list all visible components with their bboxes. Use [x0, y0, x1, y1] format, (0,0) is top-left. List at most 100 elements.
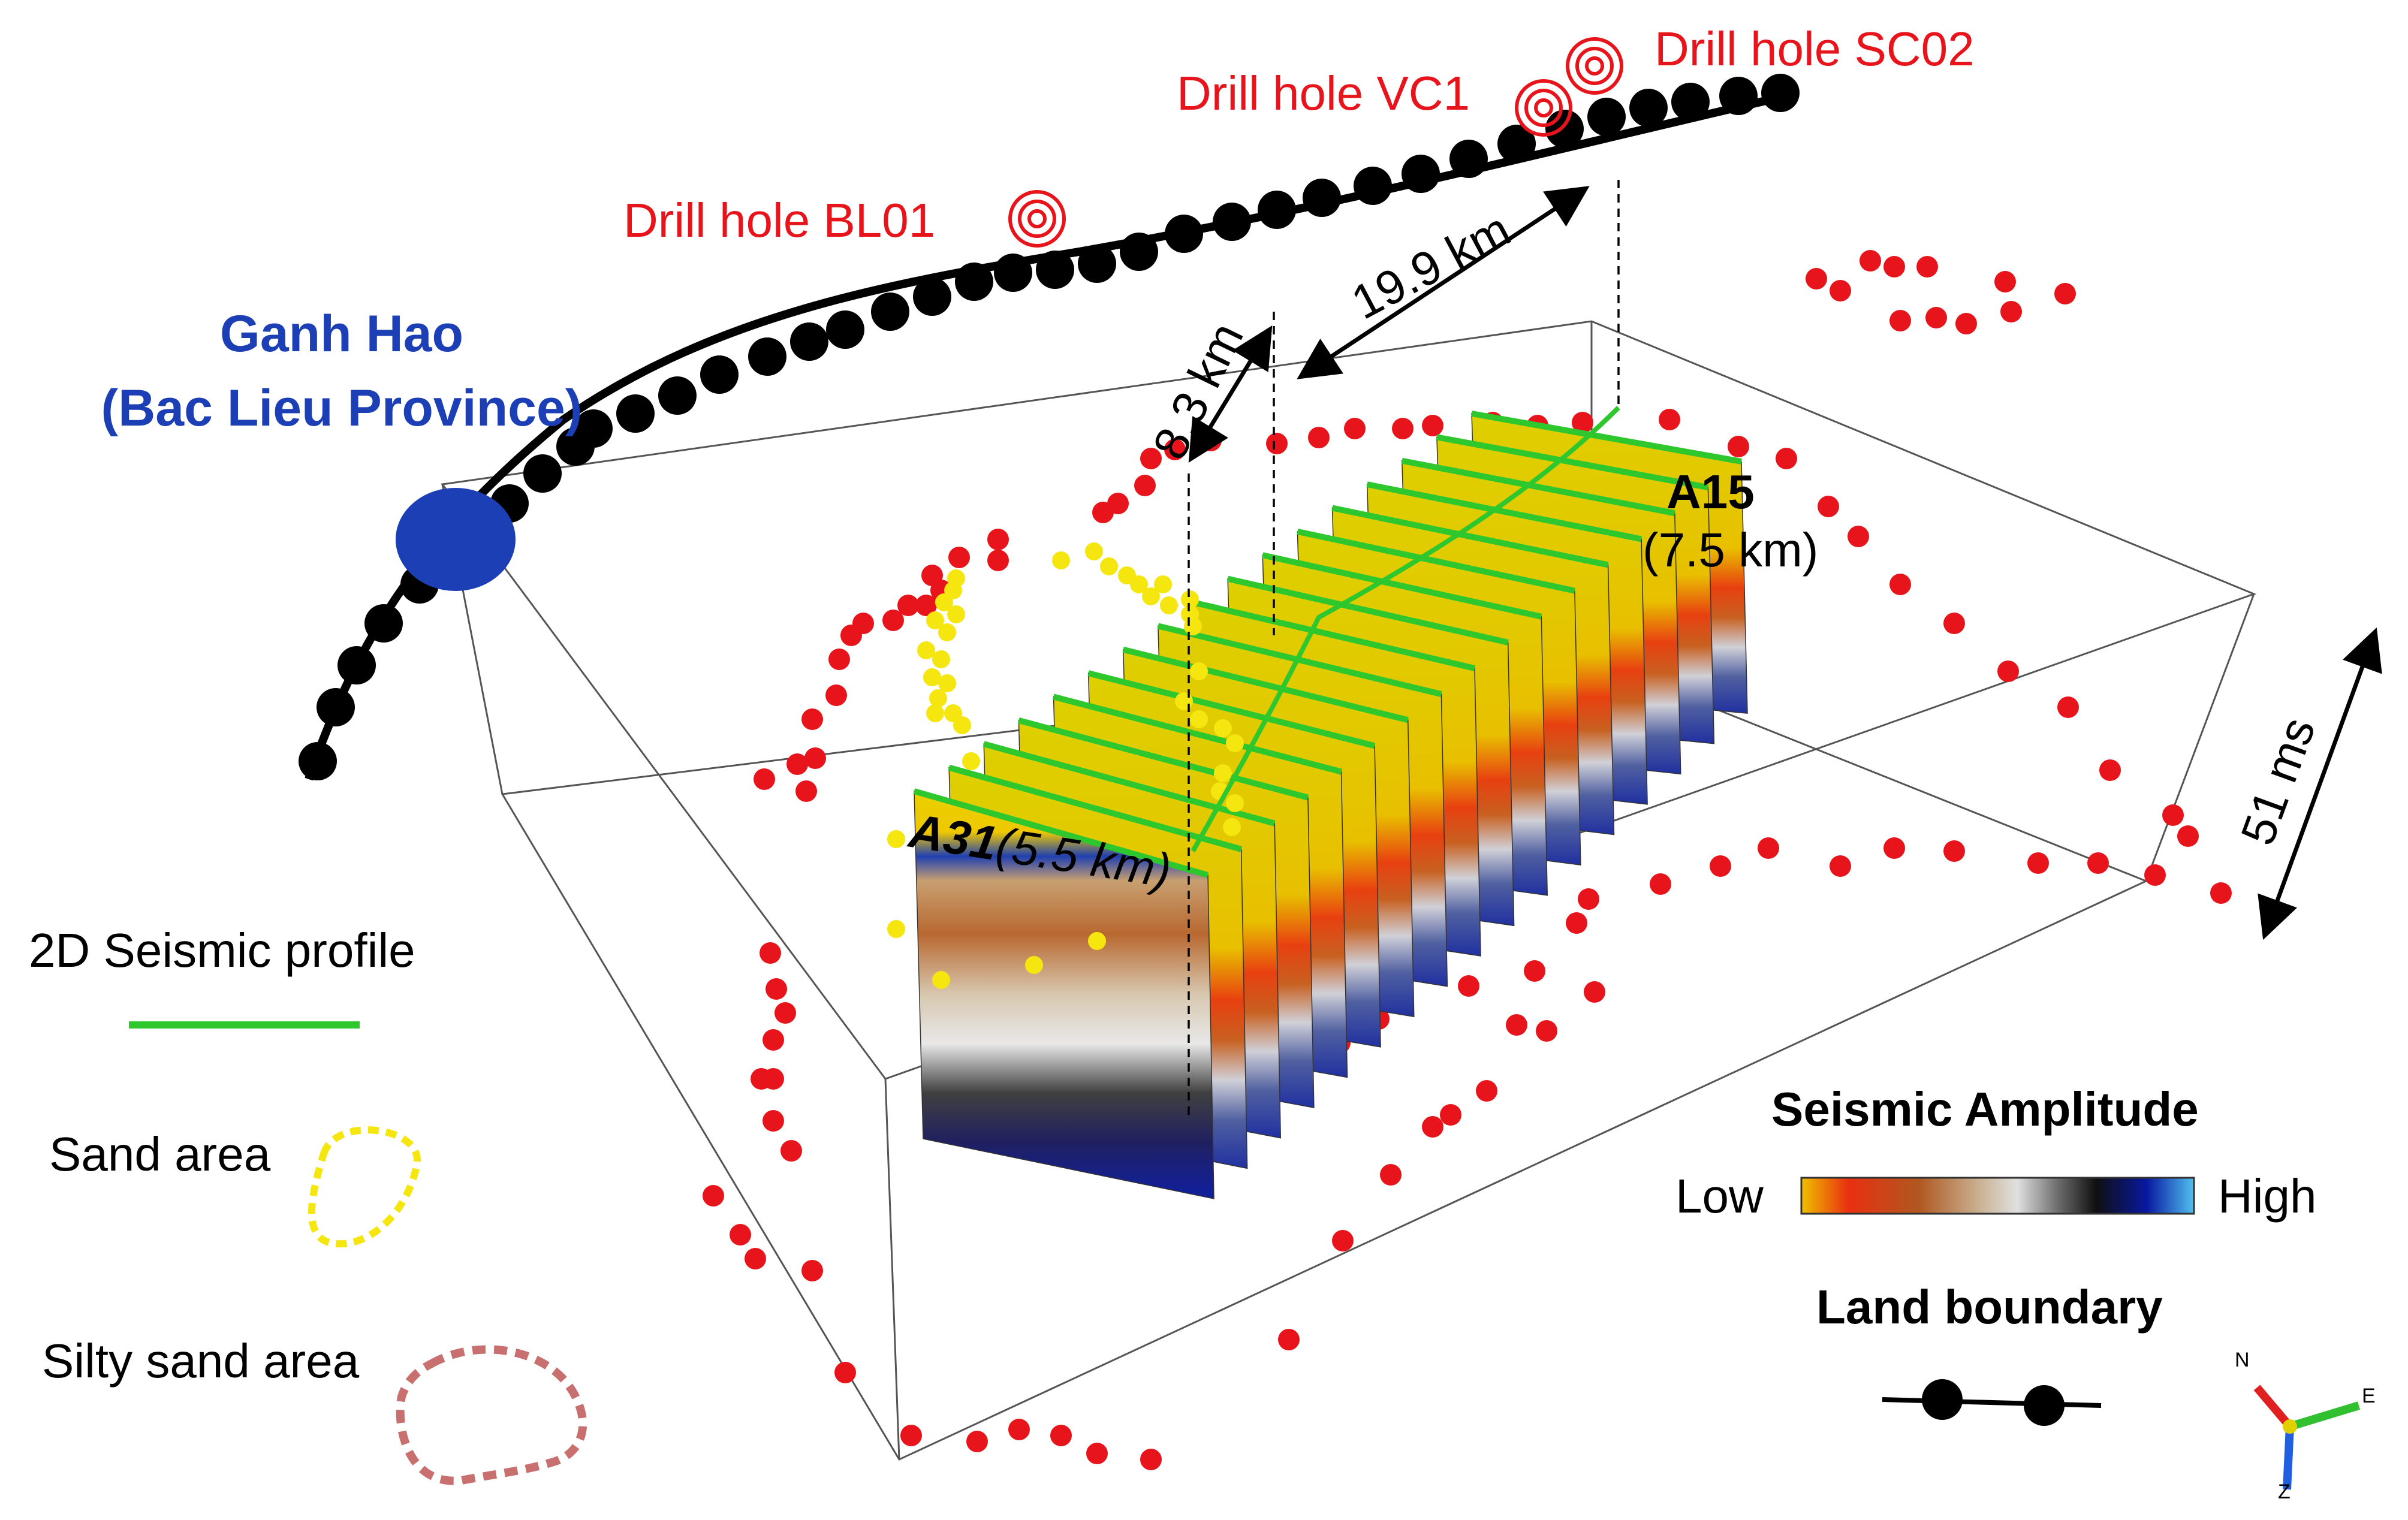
silty-sand-point — [1943, 613, 1965, 634]
sand-point — [929, 689, 947, 707]
silty-sand-point — [760, 942, 781, 964]
silty-sand-point — [1566, 912, 1587, 934]
compass-icon — [2253, 1385, 2361, 1490]
boundary-point — [1629, 89, 1668, 127]
silty-sand-point — [1140, 1449, 1162, 1470]
silty-sand-point — [1140, 448, 1162, 469]
location-title: Ganh Hao (Bac Lieu Province) — [96, 297, 587, 445]
silty-sand-point — [2177, 825, 2199, 847]
sand-point — [1085, 542, 1103, 560]
boundary-point — [1258, 191, 1296, 229]
boundary-point — [317, 688, 355, 726]
land-boundary-legend-icon — [1882, 1379, 2102, 1426]
seismic-sections — [913, 411, 1748, 1199]
silty-sand-point — [1476, 1080, 1497, 1102]
silty-sand-point — [2087, 852, 2109, 874]
drill-hole-vc1-icon — [1515, 79, 1572, 137]
silty-sand-point — [1925, 307, 1947, 328]
silty-sand-point — [1266, 433, 1288, 454]
seismic-section — [913, 788, 1214, 1199]
silty-sand-point — [882, 610, 904, 631]
silty-sand-point — [1134, 475, 1156, 496]
silty-sand-point — [703, 1185, 724, 1207]
sand-point — [1214, 719, 1232, 737]
silty-sand-point — [1524, 960, 1545, 982]
sand-point — [926, 704, 944, 722]
boundary-point — [1213, 203, 1251, 241]
sand-point — [1160, 596, 1178, 614]
silty-sand-point — [1086, 1443, 1108, 1464]
silty-sand-point — [1650, 873, 1671, 895]
sand-point — [947, 605, 965, 623]
silty-sand-point — [1308, 427, 1330, 448]
drill-hole-bl01-icon — [1008, 190, 1066, 248]
silty-sand-point — [730, 1224, 751, 1245]
silty-sand-legend-icon — [396, 1345, 587, 1485]
silty-sand-point — [1536, 1020, 1557, 1042]
sand-point — [1100, 557, 1118, 575]
boundary-point — [1587, 98, 1626, 136]
seismic-profile-legend-label: 2D Seismic profile — [29, 924, 415, 977]
silty-sand-point — [987, 529, 1009, 550]
silty-sand-point — [1332, 1230, 1354, 1251]
silty-sand-point — [1422, 415, 1443, 436]
silty-sand-point — [1860, 250, 1881, 272]
profile-a15-name: A15 — [1666, 465, 1755, 518]
silty-sand-point — [763, 1029, 784, 1051]
silty-sand-point — [1889, 310, 1911, 331]
silty-sand-point — [1458, 975, 1479, 997]
sand-point — [1190, 710, 1208, 728]
silty-sand-point — [786, 753, 808, 775]
sand-point — [1052, 551, 1070, 569]
silty-sand-point — [780, 1140, 802, 1162]
silty-sand-point — [2027, 852, 2049, 874]
silty-sand-point — [825, 684, 847, 706]
width-arrow — [1297, 186, 1590, 379]
sand-point — [932, 650, 950, 668]
seismic-section-top-line — [1053, 693, 1342, 775]
silty-sand-point — [1818, 496, 1839, 517]
boundary-point — [1497, 125, 1536, 163]
sand-point — [1190, 662, 1208, 680]
silty-sand-point — [966, 1431, 988, 1452]
sand-point — [1088, 932, 1106, 950]
silty-sand-point — [1955, 313, 1977, 334]
silty-sand-point — [754, 768, 775, 790]
silty-sand-point — [1997, 661, 2019, 682]
boundary-point — [1719, 77, 1758, 115]
silty-sand-legend-label: Silty sand area — [42, 1334, 360, 1388]
amplitude-legend-title: Seismic Amplitude — [1771, 1082, 2199, 1136]
silty-sand-point — [834, 1362, 856, 1383]
compass-z-label: Z — [2278, 1480, 2291, 1503]
ganh-hao-marker — [396, 488, 516, 591]
silty-sand-point — [1380, 1164, 1402, 1186]
location-name: Ganh Hao — [219, 305, 464, 363]
silty-sand-point — [840, 625, 862, 646]
sand-point — [1226, 734, 1244, 752]
seismic-section-top-line — [1401, 457, 1675, 517]
boundary-point — [700, 355, 739, 394]
boundary-point — [1545, 110, 1584, 148]
boundary-point — [1354, 167, 1392, 205]
silty-sand-point — [828, 649, 850, 670]
silty-sand-point — [915, 595, 937, 616]
silty-sand-point — [897, 595, 919, 616]
compass-n-label: N — [2235, 1349, 2250, 1371]
silty-sand-point — [795, 780, 817, 802]
sand-point — [953, 716, 971, 734]
silty-sand-point — [1943, 840, 1965, 862]
sand-point — [1130, 575, 1148, 593]
sand-point — [932, 971, 950, 989]
drill-hole-symbols — [1008, 37, 1623, 248]
silty-sand-point — [801, 708, 823, 730]
sand-point — [1226, 794, 1244, 812]
silty-sand-point — [745, 1248, 766, 1269]
sand-point — [1025, 956, 1043, 974]
seismic-section-top-line — [1018, 717, 1309, 801]
sand-point — [1154, 575, 1172, 593]
silty-sand-point — [1889, 574, 1911, 595]
seismic-section-top-line — [1436, 434, 1709, 491]
seismic-section-top-line — [948, 764, 1242, 852]
silty-sand-point — [1883, 837, 1905, 859]
silty-sand-point — [1830, 280, 1851, 301]
